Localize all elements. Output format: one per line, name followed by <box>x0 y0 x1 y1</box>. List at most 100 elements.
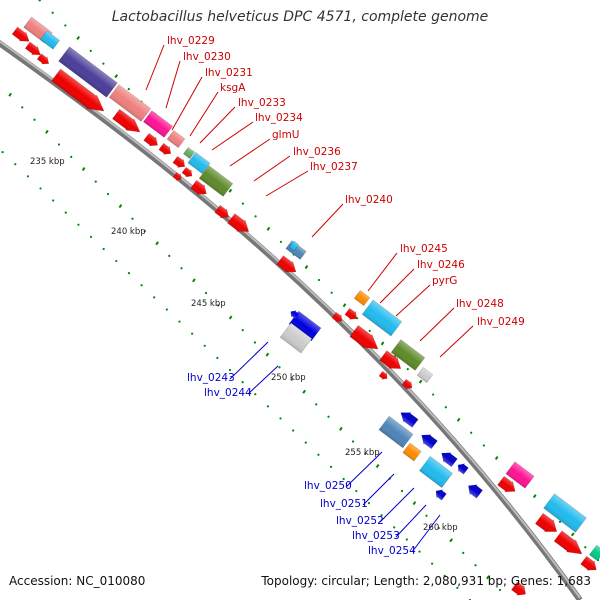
cds-arrow <box>580 555 597 571</box>
map-dot <box>304 265 309 270</box>
map-dot <box>153 296 156 299</box>
leader-line <box>367 252 398 292</box>
map-dot <box>330 291 333 294</box>
cds-arrow <box>227 213 250 232</box>
cds-arrow <box>276 255 297 273</box>
gene-block <box>361 299 403 337</box>
map-dot <box>228 368 232 372</box>
map-dot <box>114 74 119 79</box>
label-leader-lines <box>145 44 474 553</box>
map-dot <box>474 564 477 567</box>
cds-arrow <box>112 108 141 133</box>
gene-label: lhv_0253 <box>352 530 400 542</box>
map-dot <box>165 308 168 311</box>
leader-line <box>247 365 279 395</box>
gene-block <box>378 415 414 449</box>
map-dot <box>418 379 423 384</box>
map-dot <box>106 192 110 196</box>
gene-block <box>108 84 152 122</box>
map-dot <box>470 431 473 434</box>
map-dot <box>39 187 42 190</box>
leader-line <box>253 155 291 182</box>
scale-label: 260 kbp <box>423 523 458 533</box>
map-dot <box>180 267 183 270</box>
map-dot <box>21 106 24 109</box>
gene-label: lhv_0243 <box>187 372 235 384</box>
map-dot <box>327 415 330 418</box>
map-dot <box>342 303 347 308</box>
cds-arrow <box>143 132 158 147</box>
map-dot <box>380 514 383 517</box>
map-dot <box>329 465 333 468</box>
leader-line <box>345 451 383 488</box>
map-dot <box>292 429 295 432</box>
leader-line <box>362 473 395 506</box>
map-dot <box>81 167 86 172</box>
map-dot <box>380 341 385 346</box>
cds-arrow <box>511 581 526 596</box>
map-dot <box>437 527 440 530</box>
leader-line <box>395 284 431 317</box>
map-dot <box>412 501 417 506</box>
gene-block <box>505 461 535 489</box>
map-dot <box>290 378 293 381</box>
cds-arrow <box>400 412 419 428</box>
map-dot <box>127 272 131 275</box>
map-dot <box>570 532 575 537</box>
map-dot <box>38 0 42 2</box>
map-dot <box>26 175 29 178</box>
cds-arrow <box>435 489 447 501</box>
map-dot <box>155 241 159 246</box>
map-dot <box>393 526 396 529</box>
gene-block <box>187 152 211 174</box>
leader-line <box>211 121 254 151</box>
cds-arrow <box>181 166 193 178</box>
gene-label: lhv_0246 <box>417 259 465 271</box>
map-dot <box>216 356 219 359</box>
map-dot <box>364 452 367 455</box>
map-dot <box>342 477 345 481</box>
gene-label: lhv_0244 <box>204 387 252 399</box>
map-dot <box>443 574 446 577</box>
map-dot <box>486 575 490 580</box>
map-dot <box>405 538 408 541</box>
leader-line <box>379 268 415 304</box>
map-dot <box>94 180 97 183</box>
map-dot <box>168 254 171 257</box>
gene-label: lhv_0249 <box>477 316 525 328</box>
map-dot <box>228 315 233 320</box>
map-dot <box>254 393 257 396</box>
cds-arrow <box>441 452 458 468</box>
map-dot <box>228 188 233 193</box>
map-dot <box>278 366 281 369</box>
map-dot <box>315 403 318 406</box>
map-dot <box>355 489 358 493</box>
scale-label: 245 kbp <box>191 299 226 309</box>
map-dot <box>351 440 355 443</box>
map-dot <box>241 329 244 332</box>
gene-label: lhv_0237 <box>310 161 358 173</box>
map-dot <box>76 35 81 40</box>
cds-arrow <box>331 311 343 323</box>
gene-label: lhv_0236 <box>293 146 341 158</box>
leader-line <box>439 325 474 358</box>
map-dot <box>266 405 269 408</box>
gene-block <box>166 130 186 148</box>
gene-block <box>589 544 600 562</box>
cds-arrow <box>457 463 469 475</box>
gene-block <box>288 240 300 252</box>
map-dot <box>375 464 380 469</box>
cds-arrow <box>421 434 438 450</box>
cds-arrow <box>401 378 413 390</box>
map-dot <box>494 455 499 460</box>
summary-text: Topology: circular; Length: 2,080,931 bp… <box>261 574 591 588</box>
leader-line <box>229 138 271 167</box>
map-dot <box>204 291 208 295</box>
gene-label: lhv_0250 <box>304 480 352 492</box>
gene-label: lhv_0231 <box>205 67 253 79</box>
map-dot <box>431 562 434 565</box>
map-dot <box>456 586 459 589</box>
map-dot <box>102 247 105 251</box>
